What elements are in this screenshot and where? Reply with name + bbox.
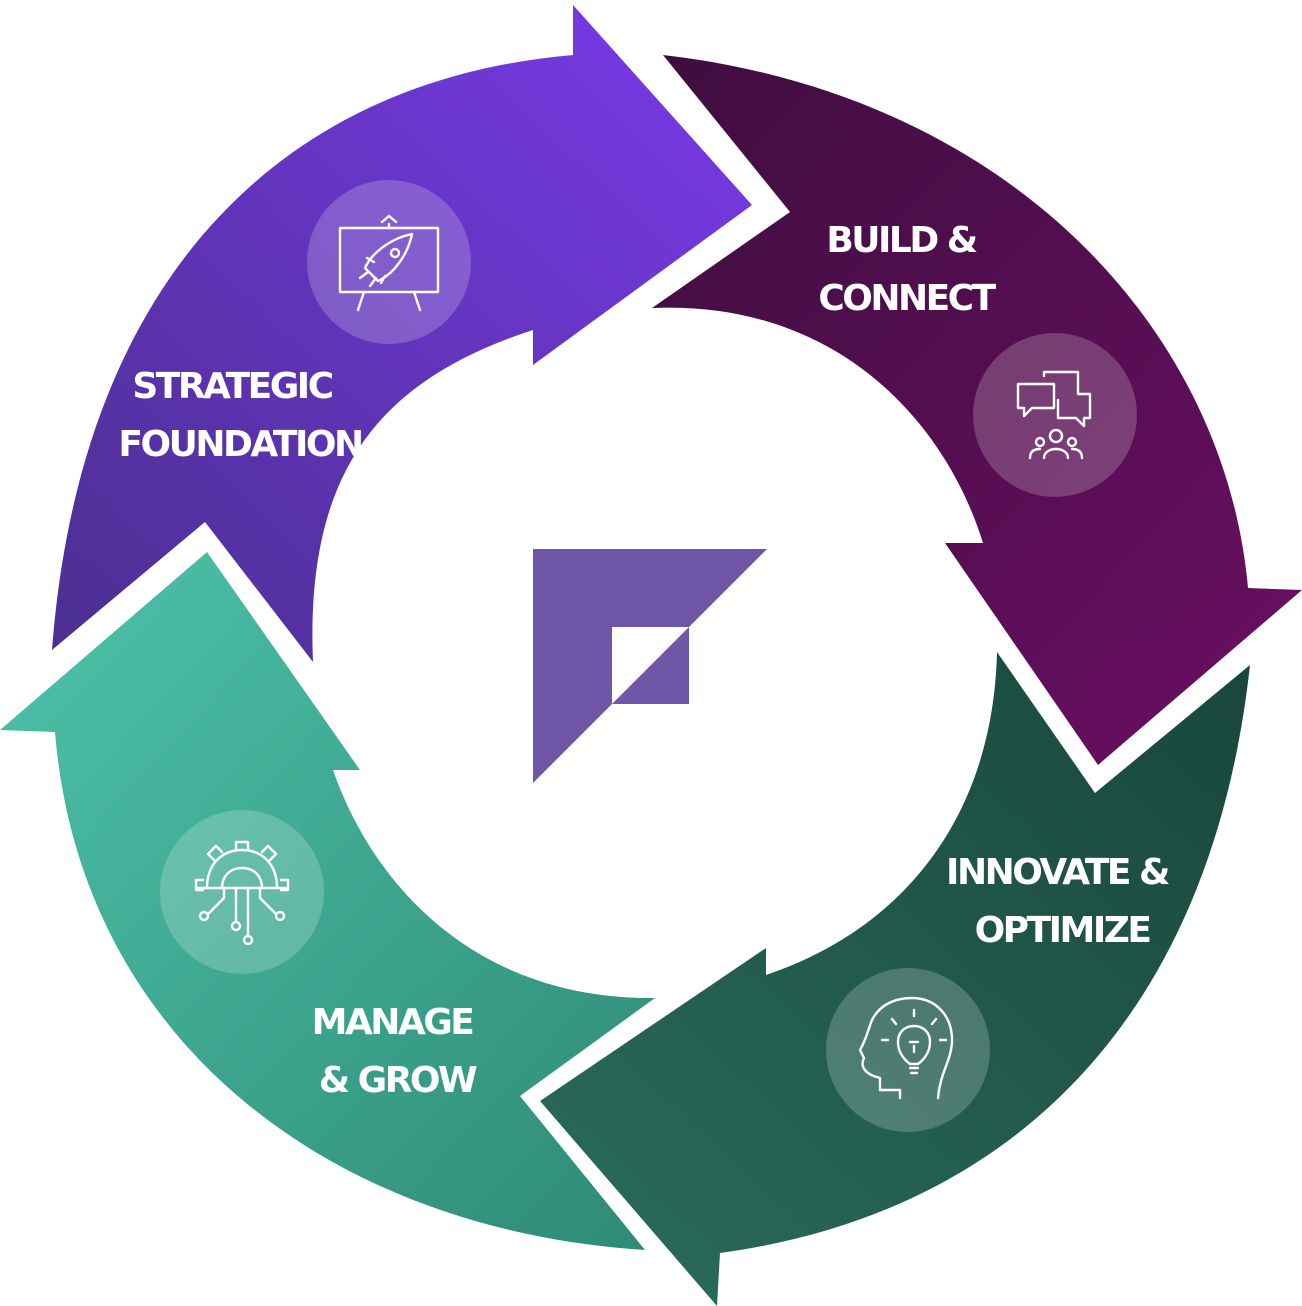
stage-label-build-connect: BUILD & CONNECT xyxy=(818,220,996,319)
arrow-build-connect xyxy=(652,55,1302,765)
icon-manage-grow xyxy=(160,810,324,974)
cycle-arrows xyxy=(0,5,1302,1306)
icon-strategic-foundation xyxy=(307,180,471,344)
lightbulb-head-icon xyxy=(858,996,954,1100)
center-logo xyxy=(533,549,767,783)
arrow-manage-grow xyxy=(0,552,655,1250)
icon-build-connect xyxy=(973,333,1137,497)
icon-innovate-optimize xyxy=(826,968,990,1132)
stage-label-innovate-optimize: INNOVATE & OPTIMIZE xyxy=(946,852,1178,951)
arrow-innovate-optimize xyxy=(540,652,1250,1306)
stage-label-line: STRATEGIC xyxy=(132,366,332,407)
stage-label-line: CONNECT xyxy=(818,278,996,319)
stage-label-line: BUILD & xyxy=(826,220,976,261)
stage-label-strategic-foundation: STRATEGIC FOUNDATION xyxy=(118,366,361,465)
stage-label-line: MANAGE xyxy=(312,1002,473,1043)
stage-label-line: & GROW xyxy=(319,1060,477,1101)
stage-label-line: INNOVATE & xyxy=(946,852,1169,893)
gear-circuit-icon xyxy=(194,840,290,946)
chat-people-icon xyxy=(1016,370,1092,460)
stage-label-manage-grow: MANAGE & GROW xyxy=(312,1002,483,1101)
stage-label-line: FOUNDATION xyxy=(118,424,361,465)
stage-label-line: OPTIMIZE xyxy=(975,910,1150,951)
logo-inner-triangle xyxy=(612,627,689,704)
rocket-presentation-icon xyxy=(338,214,440,312)
arrow-strategic-foundation xyxy=(52,5,752,662)
